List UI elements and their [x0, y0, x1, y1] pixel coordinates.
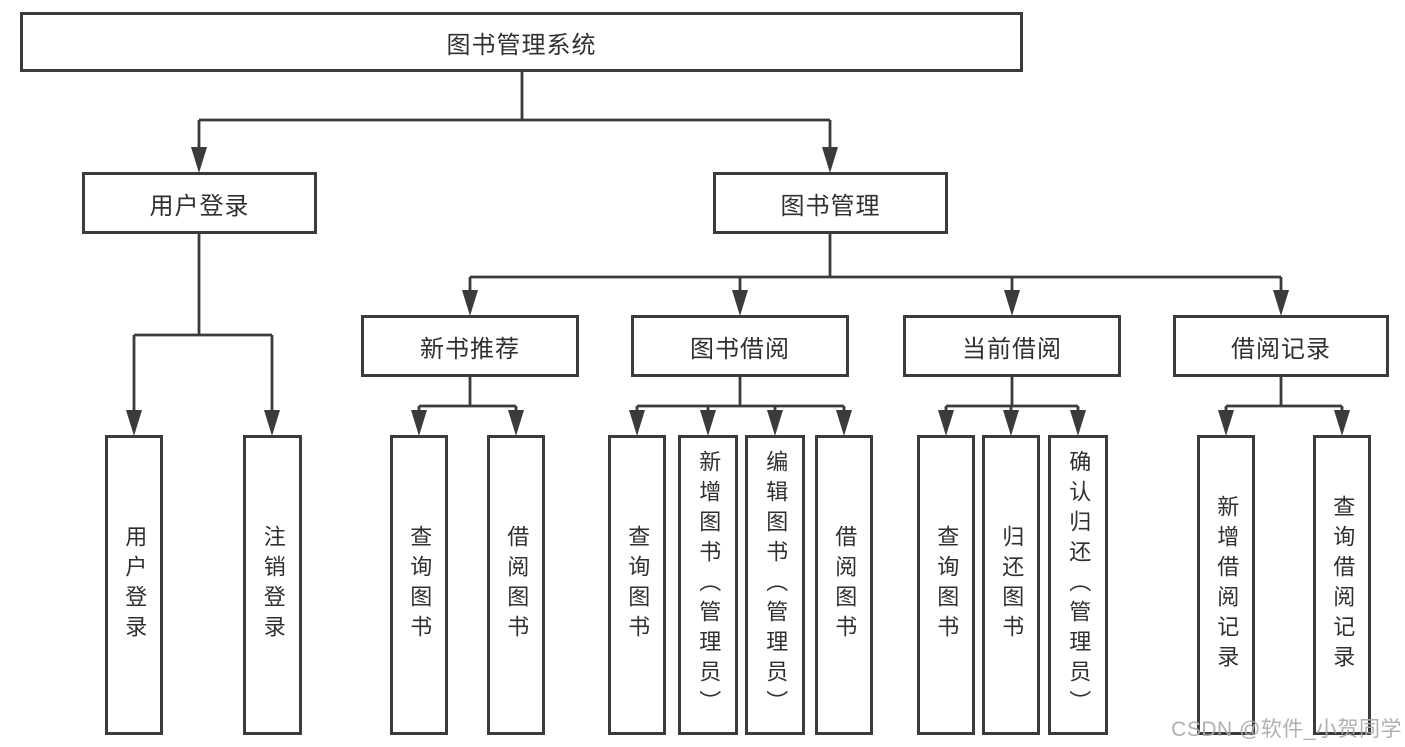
leaf-label: 查询图书 [407, 525, 433, 645]
node-current-borrowing: 当前借阅 [903, 315, 1121, 377]
leaf-edit-book-admin: 编辑图书（管理员） [745, 435, 805, 735]
leaf-query-borrow-record: 查询借阅记录 [1313, 435, 1371, 735]
arrowheads-borrow-records [1218, 410, 1350, 436]
arrowheads-book-borrow [629, 410, 852, 436]
leaf-query-books-recommend: 查询图书 [390, 435, 448, 735]
arrowheads-level3 [462, 290, 1289, 316]
node-book-management: 图书管理 [713, 172, 948, 234]
leaf-label: 编辑图书（管理员） [763, 450, 789, 720]
connector-borrow-records-to-leaves [1218, 377, 1350, 436]
connector-root-to-level2 [191, 72, 838, 173]
connector-new-book-rec-to-leaves [411, 377, 524, 436]
leaf-add-borrow-record: 新增借阅记录 [1197, 435, 1255, 735]
leaf-label: 新增图书（管理员） [696, 450, 722, 720]
leaf-label: 注销登录 [260, 525, 286, 645]
leaf-label: 用户登录 [122, 525, 148, 645]
connector-user-login-to-leaves [126, 234, 280, 436]
leaf-borrow-books-recommend: 借阅图书 [487, 435, 545, 735]
leaf-label: 新增借阅记录 [1214, 495, 1240, 675]
arrowheads-current-borrow [938, 410, 1086, 436]
node-new-book-recommend: 新书推荐 [361, 315, 579, 377]
leaf-user-login: 用户登录 [105, 435, 163, 735]
node-book-borrowing: 图书借阅 [631, 315, 849, 377]
connector-current-borrow-to-leaves [938, 377, 1086, 436]
leaf-label: 借阅图书 [832, 525, 858, 645]
arrowheads-user-login [126, 410, 280, 436]
arrowheads-new-book-rec [411, 410, 524, 436]
leaf-label: 确认归还（管理员） [1066, 450, 1092, 720]
leaf-return-book: 归还图书 [982, 435, 1040, 735]
leaf-logout: 注销登录 [243, 435, 302, 735]
arrowheads-level2 [191, 147, 838, 173]
leaf-query-books-current: 查询图书 [917, 435, 975, 735]
leaf-label: 查询借阅记录 [1330, 495, 1356, 675]
leaf-label: 查询图书 [625, 525, 651, 645]
leaf-query-books-borrow: 查询图书 [608, 435, 666, 735]
leaf-label: 查询图书 [934, 525, 960, 645]
node-user-login: 用户登录 [82, 172, 317, 234]
connector-book-mgmt-to-level3 [462, 234, 1289, 316]
leaf-label: 归还图书 [999, 525, 1025, 645]
leaf-borrow-books: 借阅图书 [815, 435, 873, 735]
connector-book-borrow-to-leaves [629, 377, 852, 436]
leaf-add-book-admin: 新增图书（管理员） [678, 435, 738, 735]
node-borrowing-records: 借阅记录 [1173, 315, 1389, 377]
leaf-confirm-return-admin: 确认归还（管理员） [1048, 435, 1108, 735]
leaf-label: 借阅图书 [504, 525, 530, 645]
watermark: CSDN @软件_小贺同学 [1171, 718, 1402, 741]
node-root-library-system: 图书管理系统 [20, 12, 1023, 72]
